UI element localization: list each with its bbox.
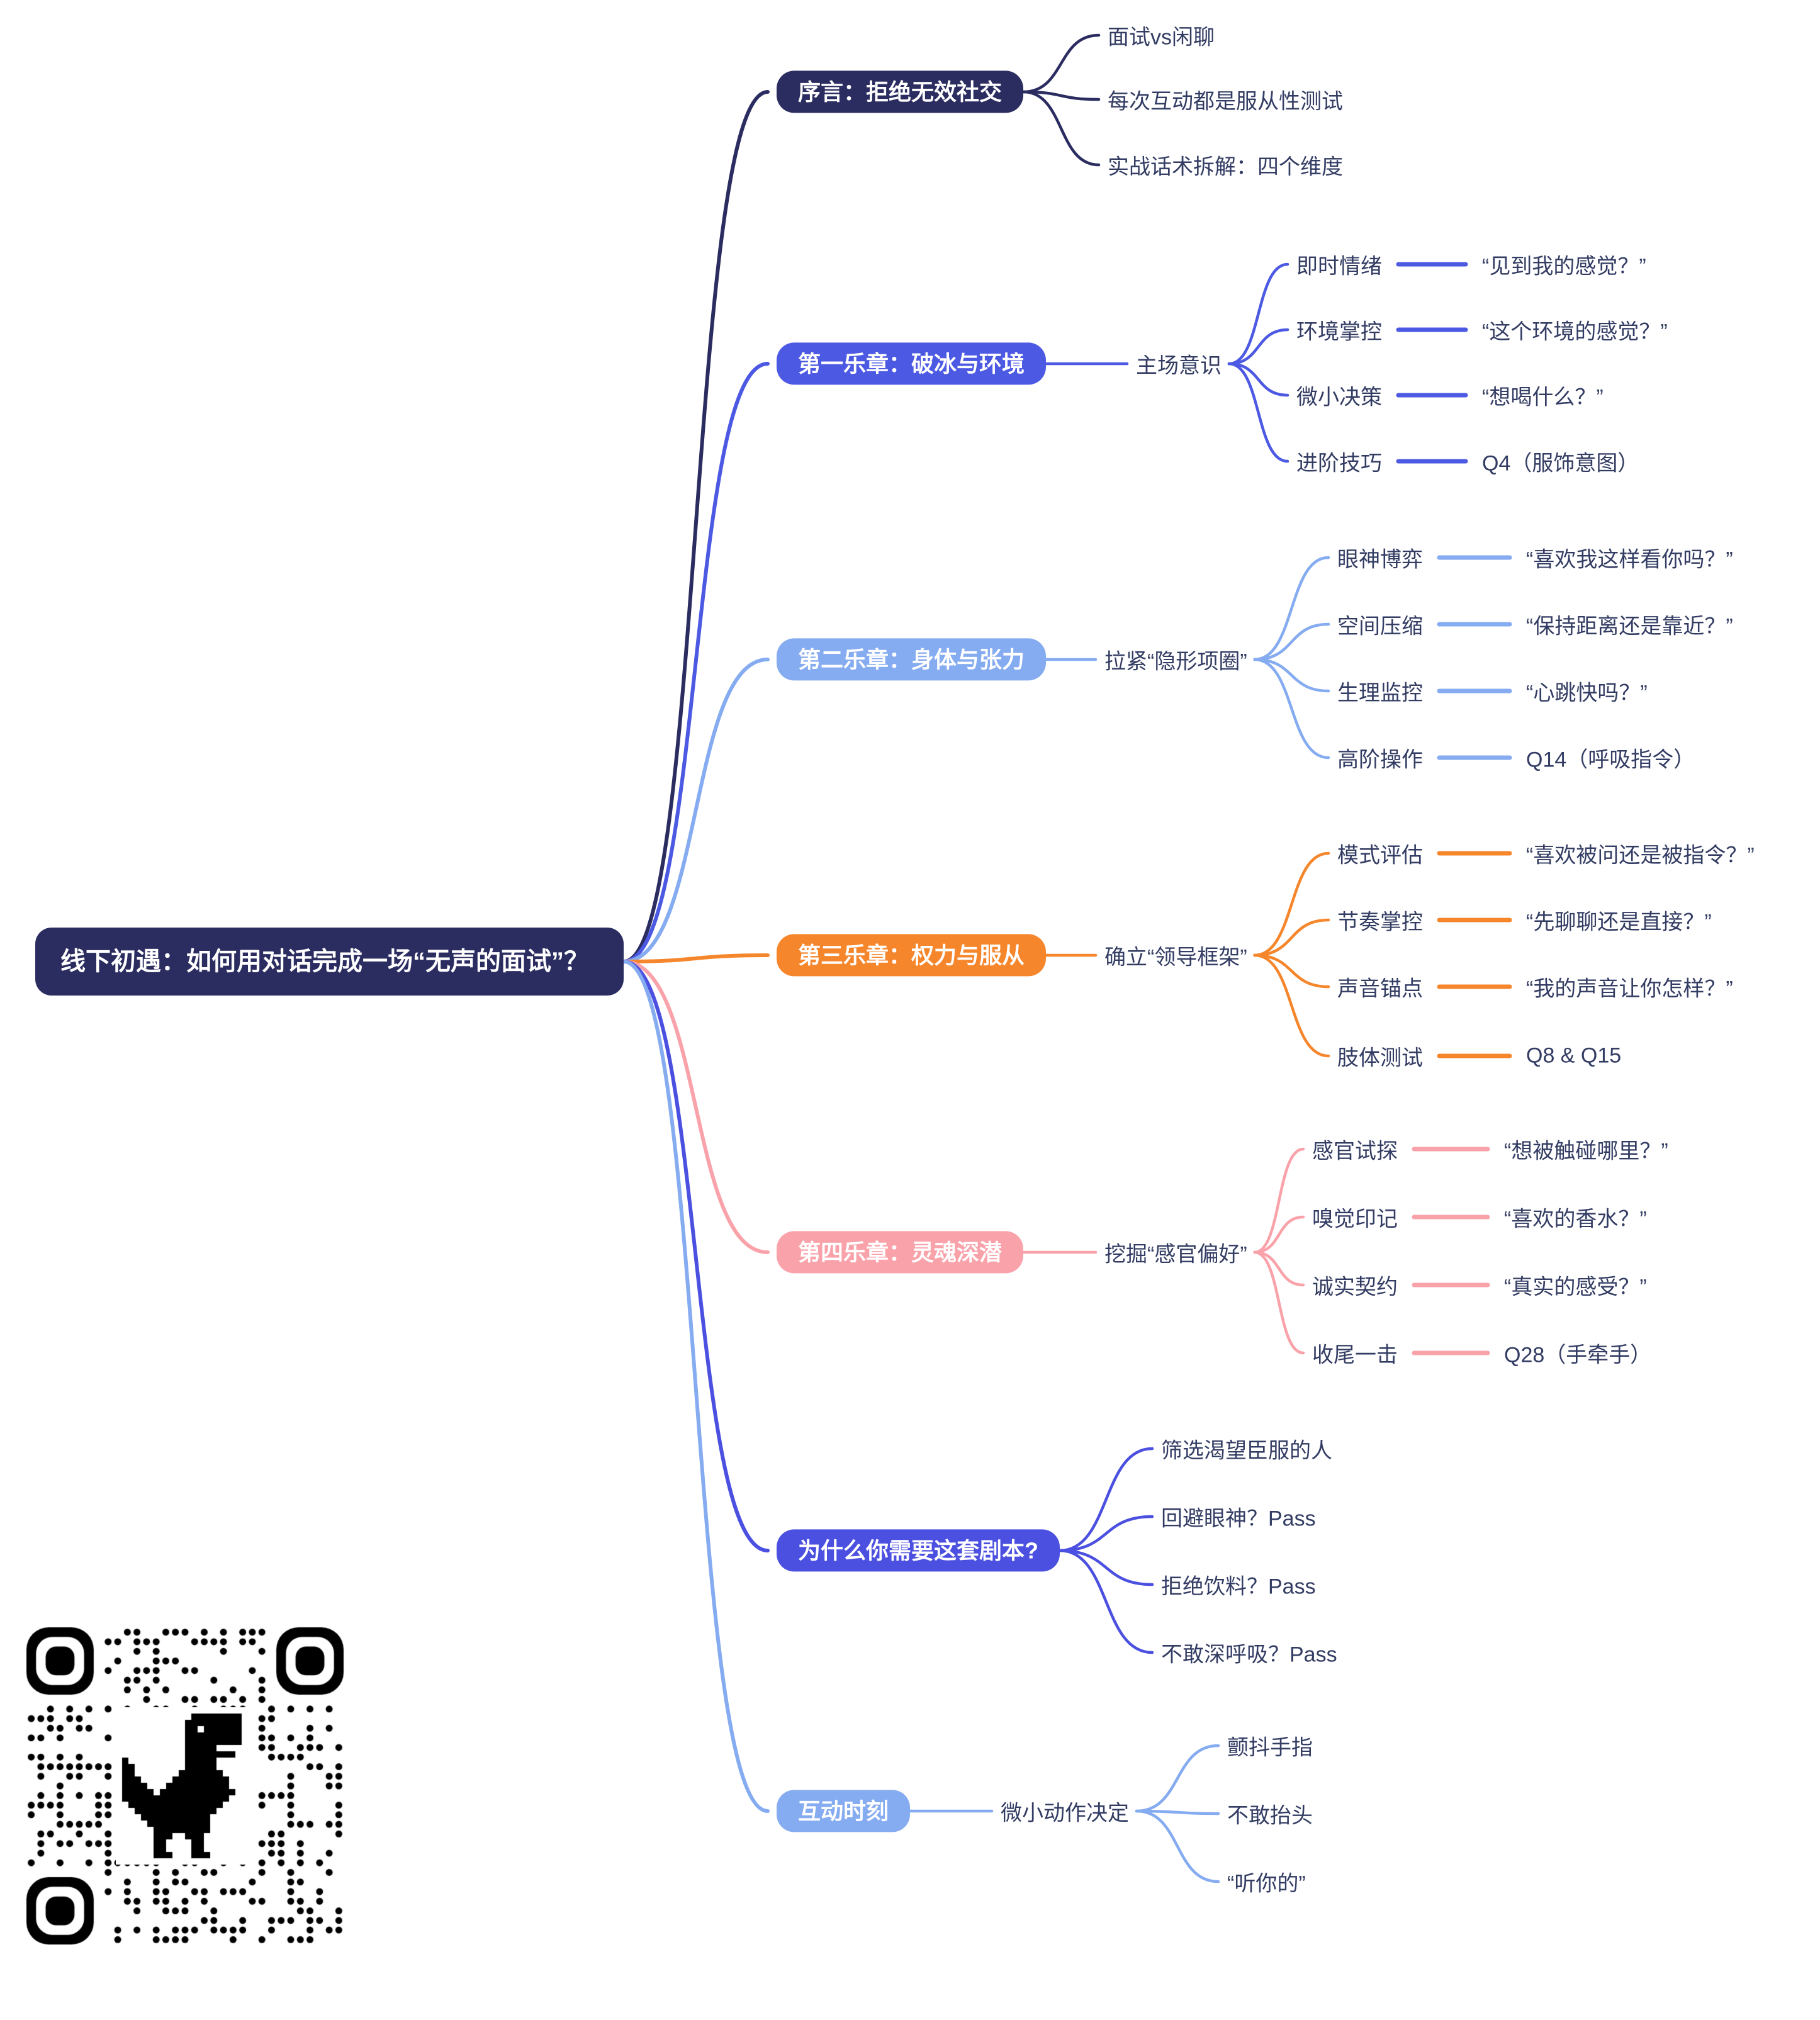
leaf-node[interactable]: 拒绝饮料？Pass — [1161, 1574, 1316, 1599]
leaf-node[interactable]: 空间压缩 — [1337, 614, 1423, 639]
leaf-node[interactable]: 节奏掌控 — [1337, 910, 1423, 934]
leaf-node[interactable]: 实战话术拆解：四个维度 — [1108, 155, 1343, 179]
leaf-node[interactable]: 不敢深呼吸？Pass — [1161, 1642, 1337, 1667]
quote-node[interactable]: “这个环境的感觉？” — [1482, 320, 1668, 344]
leaf-node[interactable]: 回避眼神？Pass — [1161, 1507, 1316, 1531]
leaf-node[interactable]: 模式评估 — [1337, 843, 1423, 868]
leaf-node[interactable]: 肢体测试 — [1337, 1046, 1423, 1070]
quote-node[interactable]: “真实的感受？” — [1504, 1275, 1647, 1299]
branch-box-movement3[interactable]: 第三乐章：权力与服从 — [777, 934, 1047, 977]
quote-node[interactable]: “想被触碰哪里？” — [1504, 1139, 1668, 1164]
quote-node[interactable]: “保持距离还是靠近？” — [1526, 614, 1733, 639]
branch-box-why[interactable]: 为什么你需要这套剧本? — [777, 1529, 1060, 1572]
quote-node[interactable]: Q28（手牵手） — [1504, 1343, 1652, 1367]
quote-node[interactable]: Q8 & Q15 — [1526, 1043, 1622, 1068]
subtopic-node[interactable]: 确立“领导框架” — [1104, 945, 1247, 970]
leaf-node[interactable]: 即时情绪 — [1296, 254, 1382, 279]
leaf-node[interactable]: 微小决策 — [1296, 385, 1382, 410]
subtopic-node[interactable]: 主场意识 — [1136, 354, 1222, 378]
dino-icon — [116, 1707, 254, 1865]
leaf-node[interactable]: 感官试探 — [1312, 1139, 1398, 1164]
leaf-node[interactable]: 不敢抬头 — [1227, 1804, 1313, 1828]
quote-node[interactable]: Q14（呼吸指令） — [1526, 748, 1695, 772]
subtopic-node[interactable]: 拉紧“隐形项圈” — [1104, 649, 1247, 674]
leaf-node[interactable]: 面试vs闲聊 — [1108, 25, 1215, 50]
quote-node[interactable]: “喜欢的香水？” — [1504, 1207, 1647, 1232]
leaf-node[interactable]: 环境掌控 — [1296, 320, 1382, 344]
branch-box-prologue[interactable]: 序言：拒绝无效社交 — [777, 70, 1024, 113]
leaf-node[interactable]: 声音锚点 — [1337, 977, 1423, 1001]
quote-node[interactable]: “见到我的感觉？” — [1482, 254, 1646, 279]
leaf-node[interactable]: 眼神博弈 — [1337, 547, 1423, 572]
leaf-node[interactable]: 收尾一击 — [1312, 1343, 1398, 1367]
leaf-node[interactable]: 生理监控 — [1337, 681, 1423, 705]
branch-box-movement4[interactable]: 第四乐章：灵魂深潜 — [777, 1231, 1024, 1274]
leaf-node[interactable]: 嗅觉印记 — [1312, 1207, 1398, 1232]
subtopic-node[interactable]: 挖掘“感官偏好” — [1104, 1242, 1247, 1267]
subtopic-node[interactable]: 微小动作决定 — [1001, 1801, 1129, 1826]
quote-node[interactable]: “想喝什么？” — [1482, 385, 1604, 410]
leaf-node[interactable]: 诚实契约 — [1312, 1275, 1398, 1299]
root-topic[interactable]: 线下初遇：如何用对话完成一场“无声的面试”？ — [35, 928, 624, 996]
branch-box-interaction[interactable]: 互动时刻 — [777, 1790, 911, 1832]
leaf-node[interactable]: “听你的” — [1227, 1871, 1306, 1896]
quote-node[interactable]: “先聊聊还是直接？” — [1526, 910, 1712, 934]
quote-node[interactable]: “喜欢我这样看你吗？” — [1526, 547, 1733, 572]
quote-node[interactable]: “喜欢被问还是被指令？” — [1526, 843, 1755, 868]
branch-box-movement1[interactable]: 第一乐章：破冰与环境 — [777, 342, 1047, 385]
leaf-node[interactable]: 高阶操作 — [1337, 748, 1423, 772]
quote-node[interactable]: “心跳快吗？” — [1526, 681, 1648, 705]
leaf-node[interactable]: 每次互动都是服从性测试 — [1108, 89, 1343, 114]
quote-node[interactable]: “我的声音让你怎样？” — [1526, 977, 1733, 1001]
leaf-node[interactable]: 筛选渴望臣服的人 — [1161, 1439, 1332, 1463]
leaf-node[interactable]: 颤抖手指 — [1227, 1736, 1313, 1760]
branch-box-movement2[interactable]: 第二乐章：身体与张力 — [777, 638, 1047, 681]
leaf-node[interactable]: 进阶技巧 — [1296, 451, 1382, 476]
quote-node[interactable]: Q4（服饰意图） — [1482, 451, 1639, 476]
